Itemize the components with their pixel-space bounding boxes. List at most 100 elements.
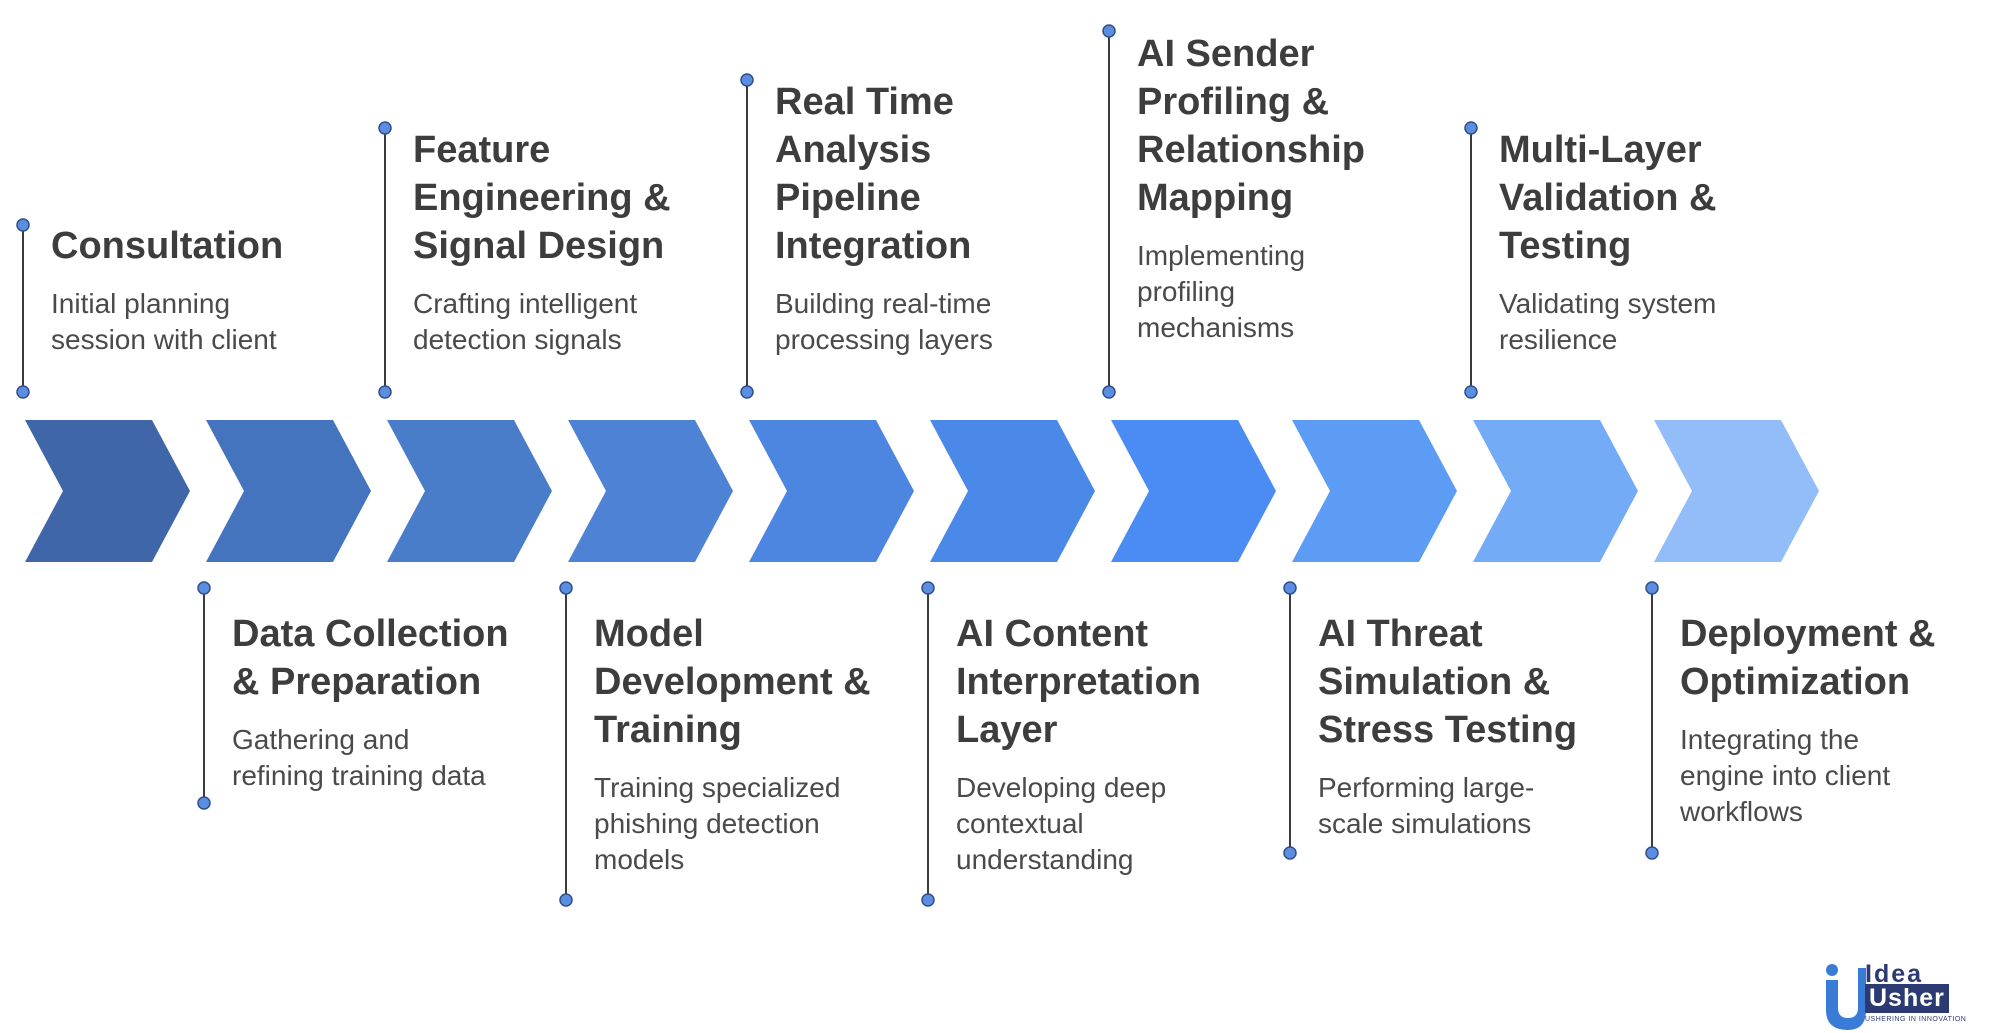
chevron-step-6 xyxy=(930,420,1095,562)
step-description-line: profiling xyxy=(1137,276,1236,307)
chevron-step-9 xyxy=(1473,420,1638,562)
step-description-line: engine into client xyxy=(1680,760,1891,791)
chevron-step-3 xyxy=(387,420,552,562)
step-title-line: Testing xyxy=(1499,225,1632,267)
step-description-line: Building real-time xyxy=(775,288,992,319)
chevron-step-8 xyxy=(1292,420,1457,562)
step-title-line: Consultation xyxy=(51,225,284,267)
step-title-line: Data Collection xyxy=(232,613,509,655)
step-description-line: models xyxy=(594,844,685,875)
step-description-line: Integrating the xyxy=(1680,724,1860,755)
step-title-line: Multi-Layer xyxy=(1499,129,1702,171)
step-description: Gathering and refining training data xyxy=(232,722,532,794)
step-description: Integrating the engine into client workflo… xyxy=(1680,722,1980,830)
step-title-line: AI Sender xyxy=(1137,33,1315,75)
step-description-line: Initial planning xyxy=(51,288,231,319)
step-title-line: Interpretation xyxy=(956,661,1201,703)
step-title: Deployment & Optimization xyxy=(1680,610,1980,706)
step-title-line: Training xyxy=(594,709,742,751)
connector-dot-4-start xyxy=(559,581,573,595)
chevron-step-2 xyxy=(206,420,371,562)
connector-dot-6-start xyxy=(921,581,935,595)
step-description-line: scale simulations xyxy=(1318,808,1532,839)
connector-dot-10-start xyxy=(1645,581,1659,595)
step-title-line: & Preparation xyxy=(232,661,482,703)
step-description-line: mechanisms xyxy=(1137,312,1295,343)
step-description-line: Implementing xyxy=(1137,240,1306,271)
chevron-step-4 xyxy=(568,420,733,562)
step-title: Data Collection & Preparation xyxy=(232,610,532,706)
step-title-line: AI Threat xyxy=(1318,613,1483,655)
step-description-line: processing layers xyxy=(775,324,993,355)
step-title-line: Optimization xyxy=(1680,661,1911,703)
logo-mark-icon xyxy=(1826,964,1866,1030)
connector-dot-2-start xyxy=(197,581,211,595)
step-title: Consultation xyxy=(51,222,351,270)
step-description-line: phishing detection xyxy=(594,808,820,839)
step-title-line: Feature xyxy=(413,129,551,171)
step-title-line: Profiling & xyxy=(1137,81,1330,123)
step-description-line: contextual xyxy=(956,808,1084,839)
connector-dot-1-end xyxy=(16,385,30,399)
step-description-line: Developing deep xyxy=(956,772,1167,803)
connector-dot-2-end xyxy=(197,796,211,810)
step-title-line: Layer xyxy=(956,709,1058,751)
connector-dot-3-start xyxy=(378,121,392,135)
step-title-line: Deployment & xyxy=(1680,613,1936,655)
step-title-line: Signal Design xyxy=(413,225,665,267)
step-title-line: Model xyxy=(594,613,704,655)
logo-idea-text: Idea xyxy=(1865,960,1924,988)
step-description-line: Gathering and xyxy=(232,724,410,755)
connector-dot-8-end xyxy=(1283,846,1297,860)
step-description-line: Training specialized xyxy=(594,772,841,803)
logo-tagline: USHERING IN INNOVATION xyxy=(1865,1016,1967,1023)
step-description-line: Validating system xyxy=(1499,288,1717,319)
step-title-line: Mapping xyxy=(1137,177,1294,219)
step-title-line: Real Time xyxy=(775,81,954,123)
connector-dot-8-start xyxy=(1283,581,1297,595)
step-description-line: workflows xyxy=(1680,796,1803,827)
step-title-line: Engineering & xyxy=(413,177,671,219)
step-description: Developing deep contextual understanding xyxy=(956,770,1256,878)
step-description: Initial planning session with client xyxy=(51,286,351,358)
step-title-line: Validation & xyxy=(1499,177,1717,219)
step-description: Building real-time processing layers xyxy=(775,286,1075,358)
step-description-line: session with client xyxy=(51,324,277,355)
step-title-line: Simulation & xyxy=(1318,661,1551,703)
connector-dot-7-end xyxy=(1102,385,1116,399)
step-title-line: Pipeline xyxy=(775,177,921,219)
chevron-step-1 xyxy=(25,420,190,562)
connector-dot-4-end xyxy=(559,893,573,907)
step-title-line: Analysis xyxy=(775,129,932,171)
step-description: Implementing profiling mechanisms xyxy=(1137,238,1437,346)
connector-dot-9-end xyxy=(1464,385,1478,399)
step-title-line: AI Content xyxy=(956,613,1149,655)
step-description-line: understanding xyxy=(956,844,1134,875)
connector-dot-5-end xyxy=(740,385,754,399)
step-description-line: Performing large- xyxy=(1318,772,1535,803)
connector-dot-7-start xyxy=(1102,24,1116,38)
step-title-line: Relationship xyxy=(1137,129,1366,171)
logo-usher-text: Usher xyxy=(1865,984,1949,1013)
step-description-line: detection signals xyxy=(413,324,622,355)
step-description-line: refining training data xyxy=(232,760,486,791)
chevron-step-5 xyxy=(749,420,914,562)
connector-dot-9-start xyxy=(1464,121,1478,135)
